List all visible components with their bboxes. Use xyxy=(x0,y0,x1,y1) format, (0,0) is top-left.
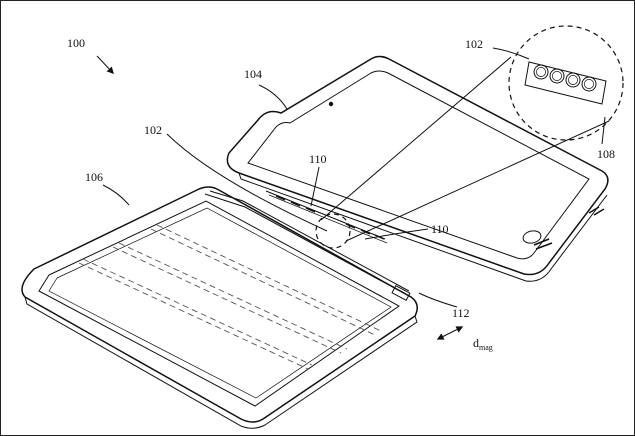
label-system: 100 xyxy=(67,36,85,50)
detail-circle xyxy=(508,25,624,141)
side-buttons xyxy=(588,206,605,216)
label-detail: 108 xyxy=(597,147,615,161)
label-magnet-array: 102 xyxy=(465,37,483,51)
label-distance: dmag xyxy=(473,336,493,352)
tablet-device xyxy=(226,55,609,282)
label-hinge: 112 xyxy=(452,306,470,320)
label-distance-sub: mag xyxy=(479,343,493,352)
home-button-icon xyxy=(522,230,542,244)
connector-port xyxy=(533,238,553,250)
label-magnet-top: 110 xyxy=(309,152,327,166)
camera-dot xyxy=(328,101,334,107)
leader-lines xyxy=(96,47,606,340)
magnet-detail xyxy=(315,25,624,249)
label-distance-main: d xyxy=(473,336,479,350)
label-magnet-bottom: 110 xyxy=(431,222,449,236)
cover-assembly xyxy=(21,186,418,429)
distance-arrow-icon xyxy=(436,326,464,340)
magnet-array xyxy=(533,64,597,92)
focus-circle xyxy=(315,213,351,249)
label-cover: 106 xyxy=(85,170,103,184)
label-device: 104 xyxy=(244,67,262,81)
label-magnet-array-left: 102 xyxy=(144,123,162,137)
